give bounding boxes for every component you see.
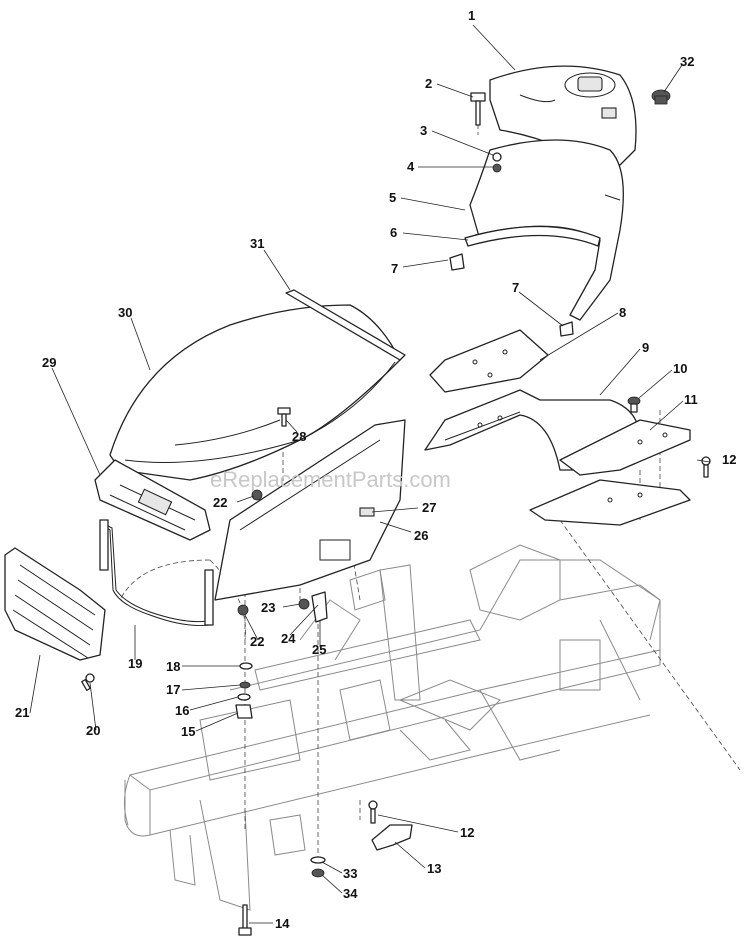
callout-7-right: 7 — [512, 280, 519, 295]
callout-23: 23 — [261, 600, 275, 615]
bolt-part-14 — [238, 904, 252, 936]
callout-11: 11 — [684, 392, 698, 407]
callout-labels: 1 2 3 4 5 6 7 7 8 9 10 11 12 30 31 29 28… — [15, 8, 736, 931]
callout-34: 34 — [343, 886, 358, 901]
callout-31: 31 — [250, 236, 264, 251]
callout-29: 29 — [42, 355, 56, 370]
callout-14: 14 — [275, 916, 290, 931]
plug-part-10 — [627, 396, 641, 413]
bracket-part-13 — [371, 824, 413, 851]
callout-13: 13 — [427, 861, 441, 876]
side-panel-part-26 — [214, 419, 406, 601]
callout-17: 17 — [166, 682, 180, 697]
callout-28: 28 — [292, 429, 306, 444]
callout-26: 26 — [414, 528, 428, 543]
label-part-27 — [359, 507, 375, 517]
callout-16: 16 — [175, 703, 189, 718]
lower-foot-plate — [529, 479, 691, 526]
nut-part-22-upper — [251, 489, 263, 501]
callout-3: 3 — [420, 123, 427, 138]
front-grille-part-21 — [4, 547, 106, 661]
callout-2: 2 — [425, 76, 432, 91]
hood-seal-part-31 — [285, 289, 406, 361]
callout-25: 25 — [312, 642, 326, 657]
callout-30: 30 — [118, 305, 132, 320]
callout-12-upper: 12 — [722, 452, 736, 467]
callout-18: 18 — [166, 659, 180, 674]
knob-part-32 — [651, 89, 671, 105]
hardware-parts-2-3-4 — [470, 92, 502, 173]
callout-19: 19 — [128, 656, 142, 671]
callout-5: 5 — [389, 190, 396, 205]
callout-8: 8 — [619, 305, 626, 320]
callout-7-left: 7 — [391, 261, 398, 276]
hood-part-30 — [109, 304, 401, 481]
hardware-parts-23-24-25 — [298, 591, 328, 623]
nut-part-22-lower — [237, 604, 249, 616]
callout-6: 6 — [390, 225, 397, 240]
callout-32: 32 — [680, 54, 694, 69]
callout-15: 15 — [181, 724, 195, 739]
tractor-frame — [124, 544, 661, 911]
clip-part-7 — [449, 253, 574, 337]
dash-seal-part-6 — [464, 225, 601, 247]
screw-part-12-lower — [368, 800, 378, 824]
callout-33: 33 — [343, 866, 357, 881]
callout-10: 10 — [673, 361, 687, 376]
foot-plate-part-11 — [559, 419, 691, 476]
grille-insert-part-29 — [94, 459, 211, 541]
callout-22-upper: 22 — [213, 495, 227, 510]
hardware-parts-33-34 — [310, 856, 326, 878]
callout-24: 24 — [281, 631, 296, 646]
callout-12-lower: 12 — [460, 825, 474, 840]
callout-27: 27 — [422, 500, 436, 515]
support-rod-part-19 — [99, 519, 214, 626]
screw-part-20 — [81, 673, 95, 691]
callout-9: 9 — [642, 340, 649, 355]
callout-21: 21 — [15, 705, 29, 720]
watermark-text: eReplacementParts.com — [210, 467, 451, 492]
callout-1: 1 — [468, 8, 475, 23]
hardware-parts-15-18 — [235, 662, 253, 719]
callout-20: 20 — [86, 723, 100, 738]
leader-lines — [29, 24, 711, 924]
callout-4: 4 — [407, 159, 415, 174]
screw-part-12-upper — [701, 456, 711, 478]
side-panel-part-8 — [429, 329, 549, 393]
callout-22-lower: 22 — [250, 634, 264, 649]
